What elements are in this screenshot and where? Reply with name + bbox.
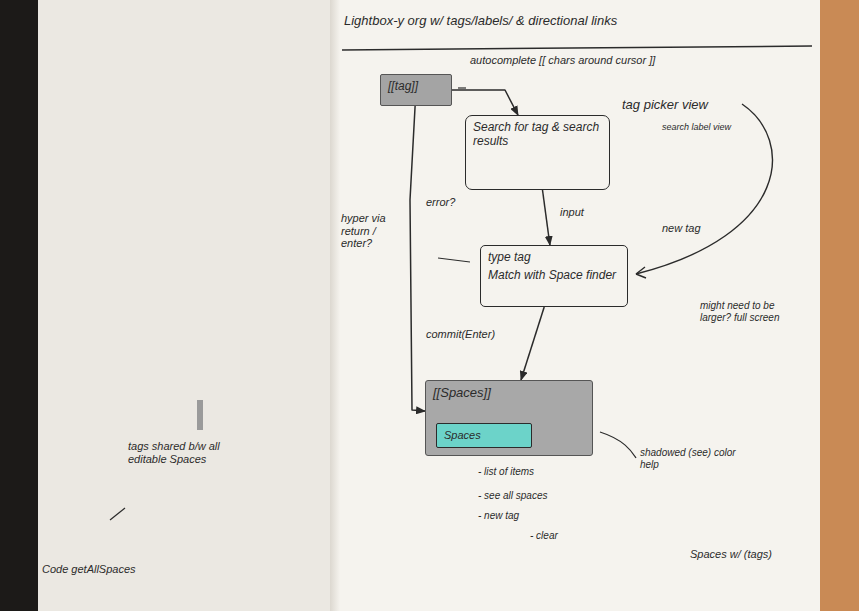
edge-label: input bbox=[558, 206, 586, 219]
leader-head bbox=[636, 267, 646, 278]
title-underline bbox=[342, 46, 812, 50]
match-box: type tagMatch with Space finder bbox=[480, 245, 628, 307]
edge-label: commit(Enter) bbox=[424, 328, 497, 341]
page-gutter bbox=[330, 0, 340, 611]
note-label: Spaces w/ (tags) bbox=[690, 548, 810, 561]
search-box: Search for tag & search results bbox=[465, 115, 610, 190]
box-text: [[tag]] bbox=[388, 80, 444, 94]
note-label: might need to be larger? full screen bbox=[700, 300, 800, 323]
box-subtext: Match with Space finder bbox=[488, 269, 620, 283]
pencil-mark bbox=[197, 400, 203, 430]
flow-arrow bbox=[452, 90, 518, 115]
box-text: [[Spaces]] bbox=[433, 386, 585, 401]
sketch-title: Lightbox-y org w/ tags/labels/ & directi… bbox=[344, 14, 809, 29]
tag-field: [[tag]] bbox=[380, 74, 452, 106]
dropdown-box: [[Spaces]] Spaces bbox=[425, 380, 593, 456]
dash-stroke bbox=[438, 258, 470, 262]
leader-curve bbox=[636, 104, 772, 274]
note-label: - see all spaces bbox=[478, 490, 598, 502]
selected-chip: Spaces bbox=[436, 423, 532, 448]
note-label: - clear bbox=[530, 530, 600, 542]
note-label: Code getAllSpaces bbox=[42, 563, 242, 576]
note-label: new tag bbox=[662, 222, 722, 235]
box-text: type tag bbox=[488, 251, 620, 265]
flow-arrow bbox=[521, 307, 544, 380]
box-text: Spaces bbox=[444, 429, 524, 442]
box-text: Search for tag & search results bbox=[473, 121, 602, 149]
note-label: - list of items bbox=[478, 466, 588, 478]
note-label: autocomplete [[ chars around cursor ]] bbox=[470, 54, 670, 67]
note-label: shadowed (see) color help bbox=[640, 447, 755, 470]
note-label: tags shared b/w all editable Spaces bbox=[128, 440, 258, 465]
note-label: search label view bbox=[662, 122, 742, 132]
note-label: error? bbox=[426, 196, 476, 209]
note-label: - new tag bbox=[478, 510, 568, 522]
leader-line bbox=[458, 87, 466, 88]
note-label: tag picker view bbox=[622, 98, 732, 113]
leader-line bbox=[600, 432, 636, 458]
note-label: hyper via return / enter? bbox=[341, 212, 399, 250]
left-page bbox=[38, 0, 336, 611]
flow-arrow bbox=[543, 190, 550, 245]
dark-edge bbox=[0, 0, 38, 611]
pen-stroke bbox=[110, 508, 125, 520]
flow-arrow bbox=[410, 106, 425, 411]
